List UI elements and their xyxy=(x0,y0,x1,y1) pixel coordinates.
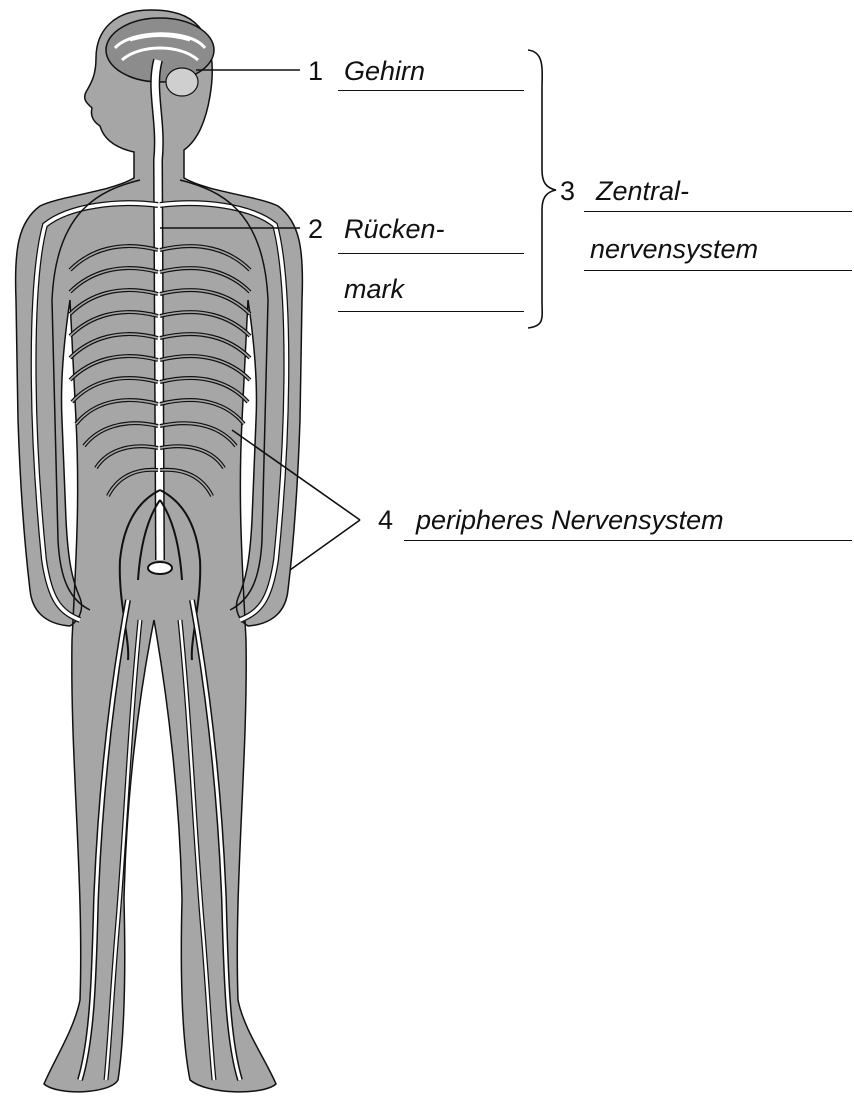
label-2-underline-1 xyxy=(338,253,524,254)
label-1-answer: Gehirn xyxy=(344,58,425,85)
label-3-answer-line1: Zentral- xyxy=(596,178,689,205)
label-2-answer-line1: Rücken- xyxy=(344,216,445,243)
label-3-underline-1 xyxy=(584,211,852,212)
label-1-underline xyxy=(338,90,524,91)
label-1-number: 1 xyxy=(308,58,323,85)
label-3-number: 3 xyxy=(560,178,575,205)
curly-brace xyxy=(528,50,556,328)
label-2-underline-2 xyxy=(338,311,524,312)
label-4-answer: peripheres Nervensystem xyxy=(416,507,724,534)
cerebellum-shape xyxy=(166,68,198,96)
label-3-answer-line2: nervensystem xyxy=(590,236,758,263)
label-2-number: 2 xyxy=(308,216,323,243)
label-4-number: 4 xyxy=(378,507,393,534)
label-2-answer-line2: mark xyxy=(344,276,404,303)
label-4-underline xyxy=(404,540,852,541)
label-3-underline-2 xyxy=(584,270,852,271)
